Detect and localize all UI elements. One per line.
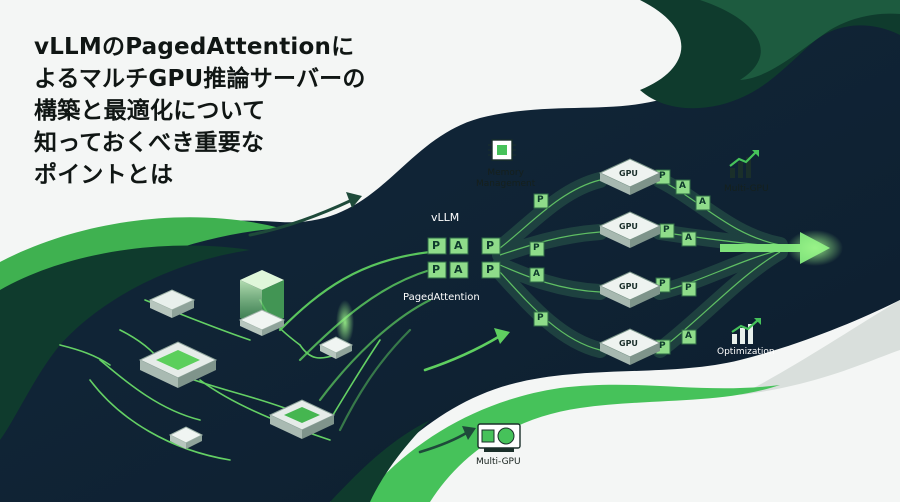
arrow-head-2 (494, 328, 510, 344)
chip-3 (318, 336, 354, 359)
multi-gpu-label-bottom: Multi-GPU (476, 457, 521, 467)
gpu-label-2: GPU (619, 222, 638, 231)
arrow-head-1 (346, 192, 362, 208)
chip-1 (148, 289, 196, 318)
title-line-3: 構築と最適化について (34, 98, 266, 124)
title-line-1: vLLMのPagedAttentionに (34, 34, 355, 60)
title-line-5: ポイントとは (34, 162, 174, 188)
flow-block-p-2: P (533, 243, 540, 253)
bottom-deep-green-wave (330, 420, 430, 502)
left-dark-green-wave (0, 245, 250, 440)
gpu-chip-1 (598, 158, 662, 195)
flow-block-p-8: P (659, 341, 666, 351)
multi-gpu-label-top: Multi-GPU (724, 184, 769, 194)
block-a-1: A (454, 239, 463, 252)
flow-block-a-4: A (685, 233, 692, 243)
flow-block-p-6: P (659, 279, 666, 289)
gpu-chip-4 (598, 328, 662, 365)
block-p-3: P (432, 263, 441, 276)
arrow-icon-3 (418, 430, 470, 454)
page-title: vLLMのPagedAttentionに よるマルチGPU推論サーバーの 構築と… (34, 31, 366, 191)
block-p-2: P (486, 239, 495, 252)
gpu-label-3: GPU (619, 282, 638, 291)
flow-block-a-5: A (685, 331, 692, 341)
gpu-label-1: GPU (619, 169, 638, 178)
flow-block-p-5: P (663, 225, 670, 235)
gpu-chip-2 (598, 211, 662, 248)
right-light-wave (740, 300, 900, 395)
output-glow (787, 230, 843, 266)
title-line-4: 知っておくべき重要な (34, 130, 265, 156)
paged-attention-label: PagedAttention (403, 292, 480, 303)
arrow-icon-2 (423, 334, 502, 372)
arrow-icon (248, 198, 354, 237)
vllm-block-rows (427, 237, 501, 279)
memory-management-label: Memory Management (476, 168, 535, 190)
block-p-4: P (486, 263, 495, 276)
flow-block-p-3: P (537, 313, 544, 323)
memory-management-line-1: Memory (487, 168, 524, 178)
glow-beam (336, 300, 354, 345)
arrow-head-3 (462, 426, 476, 440)
vllm-label: vLLM (431, 211, 460, 224)
chip-4 (168, 426, 204, 449)
gpu-label-4: GPU (619, 339, 638, 348)
block-a-2: A (454, 263, 463, 276)
memory-chip-icon (488, 139, 516, 161)
flow-block-a-2: A (679, 181, 686, 191)
memory-management-line-2: Management (476, 179, 536, 189)
flow-block-p-4: P (659, 171, 666, 181)
flow-block-a-3: A (699, 197, 706, 207)
navy-wave-band (0, 18, 900, 502)
processor-chip-medium (268, 399, 336, 439)
growth-chart-icon (729, 150, 759, 178)
flow-block-p-7: P (685, 283, 692, 293)
processor-chip-large (138, 341, 218, 388)
flow-block-p-1: P (537, 195, 544, 205)
flow-block-a-1: A (533, 269, 540, 279)
title-line-2: よるマルチGPU推論サーバーの (34, 66, 366, 92)
gpu-chip-3 (598, 271, 662, 308)
optimization-chart-icon (731, 318, 761, 344)
optimization-label: Optimization (717, 347, 775, 357)
block-p-1: P (432, 239, 441, 252)
gpu-card-icon (477, 423, 521, 452)
bottom-light-wave (430, 395, 900, 502)
top-right-accent-wave (700, 0, 900, 80)
data-stream-lines (278, 250, 432, 432)
chip-2 (238, 309, 286, 336)
